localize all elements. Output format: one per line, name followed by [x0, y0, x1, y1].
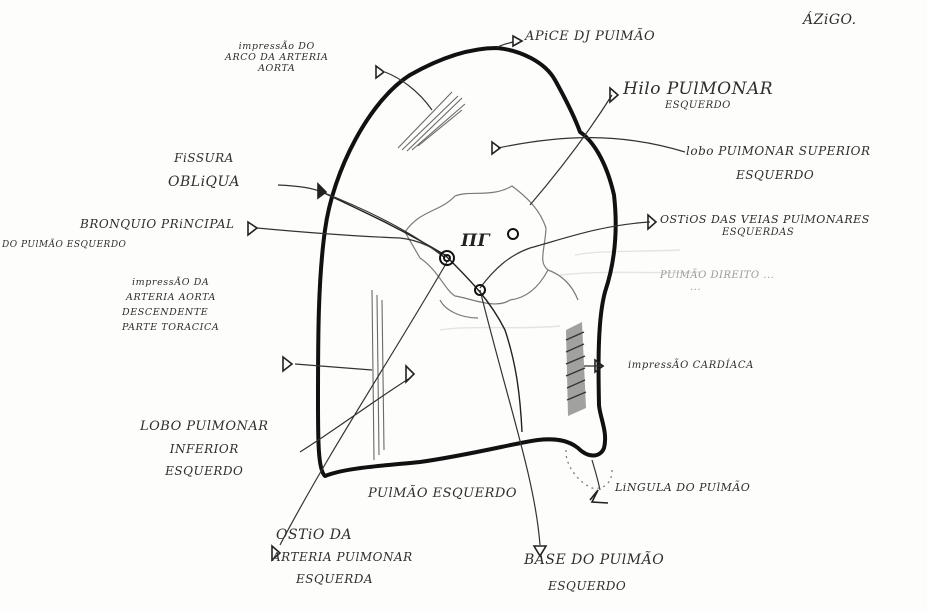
label-ostio-arteria: OSTiO DA ARTERIA PUlMONAR ESQUERDA: [272, 527, 413, 587]
leader-ostio-art: [280, 262, 447, 545]
pointer-apice-icon: [513, 36, 522, 46]
label-lobo-inferior: LOBO PUlMONAR INFERIOR ESQUERDO: [140, 420, 269, 479]
label-impressao-arco: impressÃo DO ARCO DA ARTERIA AORTA: [225, 42, 328, 75]
label-base: BASE DO PUlMÃO ESQUERDO: [524, 552, 664, 594]
mediastinal-surface: [405, 186, 578, 318]
pointer-arco-icon: [376, 66, 384, 78]
descending-aorta-hatching: [372, 290, 384, 460]
oblique-fissure-line: [322, 192, 522, 432]
label-lobo-superior: lobo PUlMONAR SUPERIOR ESQUERDO: [686, 145, 871, 183]
label-impressao-cardiaca: impressÃO CARDÍACA: [628, 360, 754, 372]
label-bronquio: BRONQUIO PRiNCIPAL DO PUlMÃO ESQUERDO: [2, 218, 235, 250]
leader-aorta-desc: [295, 364, 372, 370]
label-pulmao-esquerdo: PUlMÃO ESQUERDO: [368, 487, 517, 502]
aortic-arch-hatching: [398, 92, 465, 151]
pointer-lobo-sup-icon: [492, 142, 500, 154]
label-ostios-veias: OSTiOS DAS VEIAS PUlMONARES ESQUERDAS: [660, 214, 870, 238]
label-apice: APiCE DJ PUlMÃO: [525, 30, 655, 45]
cardiac-impression-hatching: [566, 322, 586, 416]
label-hilo: Hilo PUlMONAR ESQUERDO: [623, 80, 773, 111]
pointer-fissura-icon: [318, 184, 326, 198]
label-azigo: ÁZiGO.: [803, 12, 857, 28]
label-impressao-aorta: impressÃO DA ARTERIA AORTA DESCENDENTE P…: [122, 278, 219, 334]
leader-lingula: [592, 460, 600, 490]
leader-fissura: [278, 185, 445, 258]
pointer-bronquio-icon: [248, 222, 257, 235]
pulmonary-vein-circle-upper: [508, 229, 518, 239]
hilum-bronchus-symbol: ΠΓ: [461, 232, 490, 252]
pointer-hilo-icon: [610, 88, 618, 102]
leader-ostios: [480, 222, 650, 288]
label-bleed-through: PUlMÃO DIREITO ... ...: [660, 270, 774, 293]
label-lingula: LiNGULA DO PUlMÃO: [615, 482, 750, 495]
pointer-lingula-icon: [590, 490, 608, 503]
label-fissura: FiSSURA OBLiQUA: [168, 152, 240, 190]
pointer-aorta-desc-icon: [283, 357, 292, 371]
